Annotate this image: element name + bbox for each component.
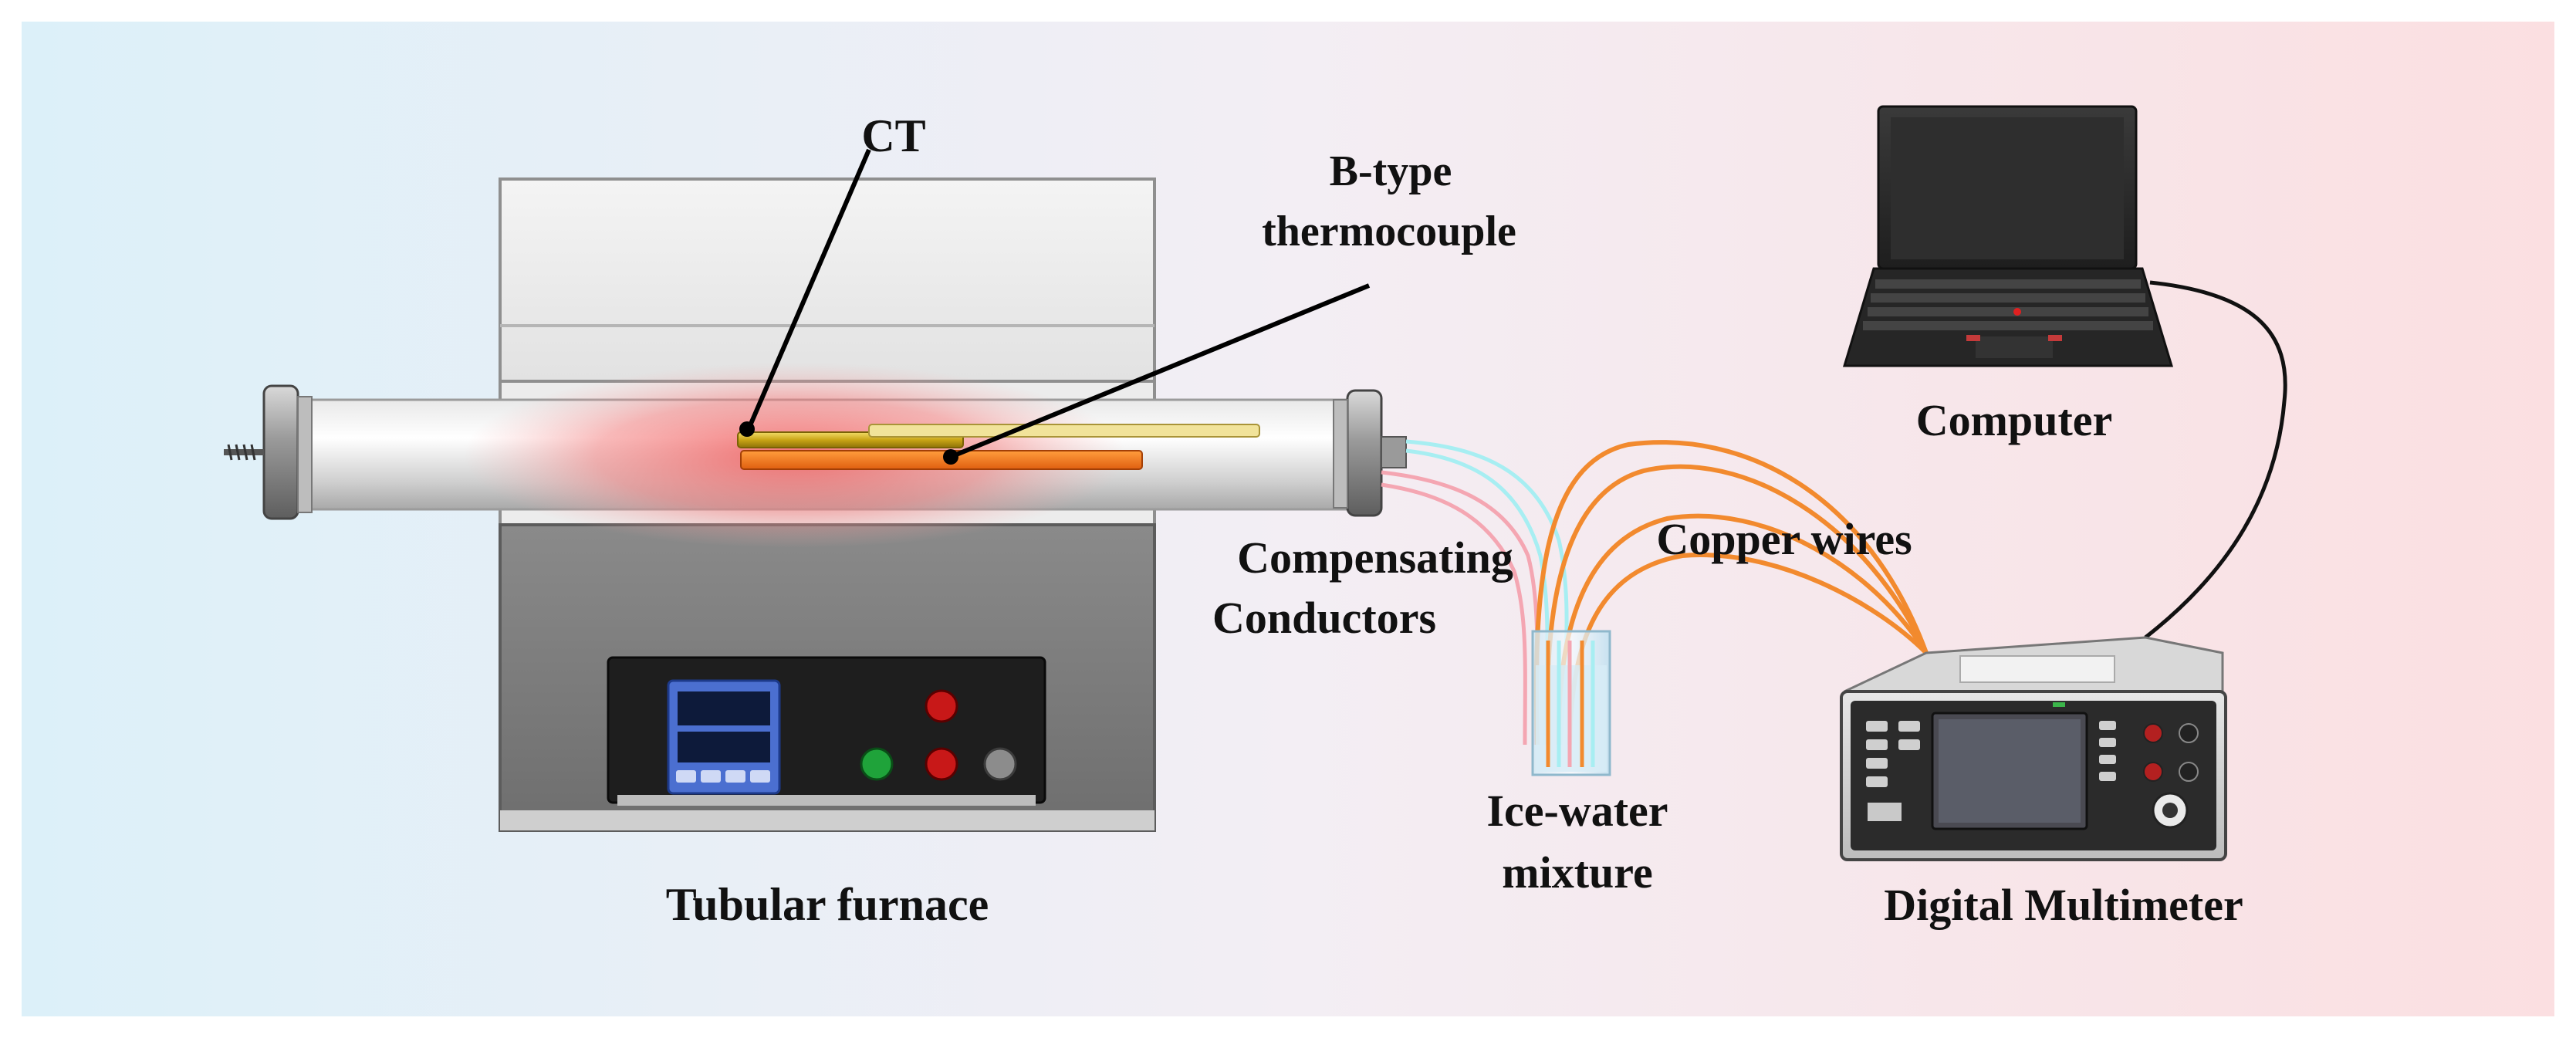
label-ice-water: Ice-water xyxy=(1486,786,1668,836)
laptop-computer xyxy=(1842,105,2174,367)
label-ct: CT xyxy=(861,110,925,161)
label-thermocouple: thermocouple xyxy=(1262,208,1516,255)
red-button-icon xyxy=(925,747,958,781)
label-b-type: B-type xyxy=(1330,147,1452,195)
left-flange xyxy=(262,384,299,520)
ct-leader-dot xyxy=(739,421,755,437)
label-computer: Computer xyxy=(1916,395,2113,445)
temperature-controller-display-icon xyxy=(667,679,781,795)
label-copper-wires: Copper wires xyxy=(1656,514,1912,564)
green-button-icon xyxy=(860,747,894,781)
b-type-thermocouple-rod xyxy=(868,424,1260,438)
ct-leader-line xyxy=(746,148,871,431)
label-tubular-furnace: Tubular furnace xyxy=(666,879,989,930)
b-type-leader-line xyxy=(949,283,1371,459)
laptop-keyboard-deck xyxy=(1842,267,2174,367)
b-type-leader-dot xyxy=(943,449,958,465)
label-digital-multimeter: Digital Multimeter xyxy=(1884,880,2243,930)
ice-water-beaker xyxy=(1531,630,1611,776)
label-mixture: mixture xyxy=(1502,847,1652,898)
tubular-furnace xyxy=(224,178,1407,832)
label-conductors: Conductors xyxy=(1212,593,1436,643)
label-compensating: Compensating xyxy=(1237,533,1513,583)
red-button-icon xyxy=(925,689,958,723)
sample-boat xyxy=(740,450,1143,470)
digital-multimeter xyxy=(1840,636,2227,861)
gray-button-icon xyxy=(983,747,1017,781)
usb-cable xyxy=(2144,280,2287,639)
right-flange xyxy=(1346,389,1383,517)
furnace-lid xyxy=(499,178,1156,383)
background-panel xyxy=(22,22,2554,1016)
